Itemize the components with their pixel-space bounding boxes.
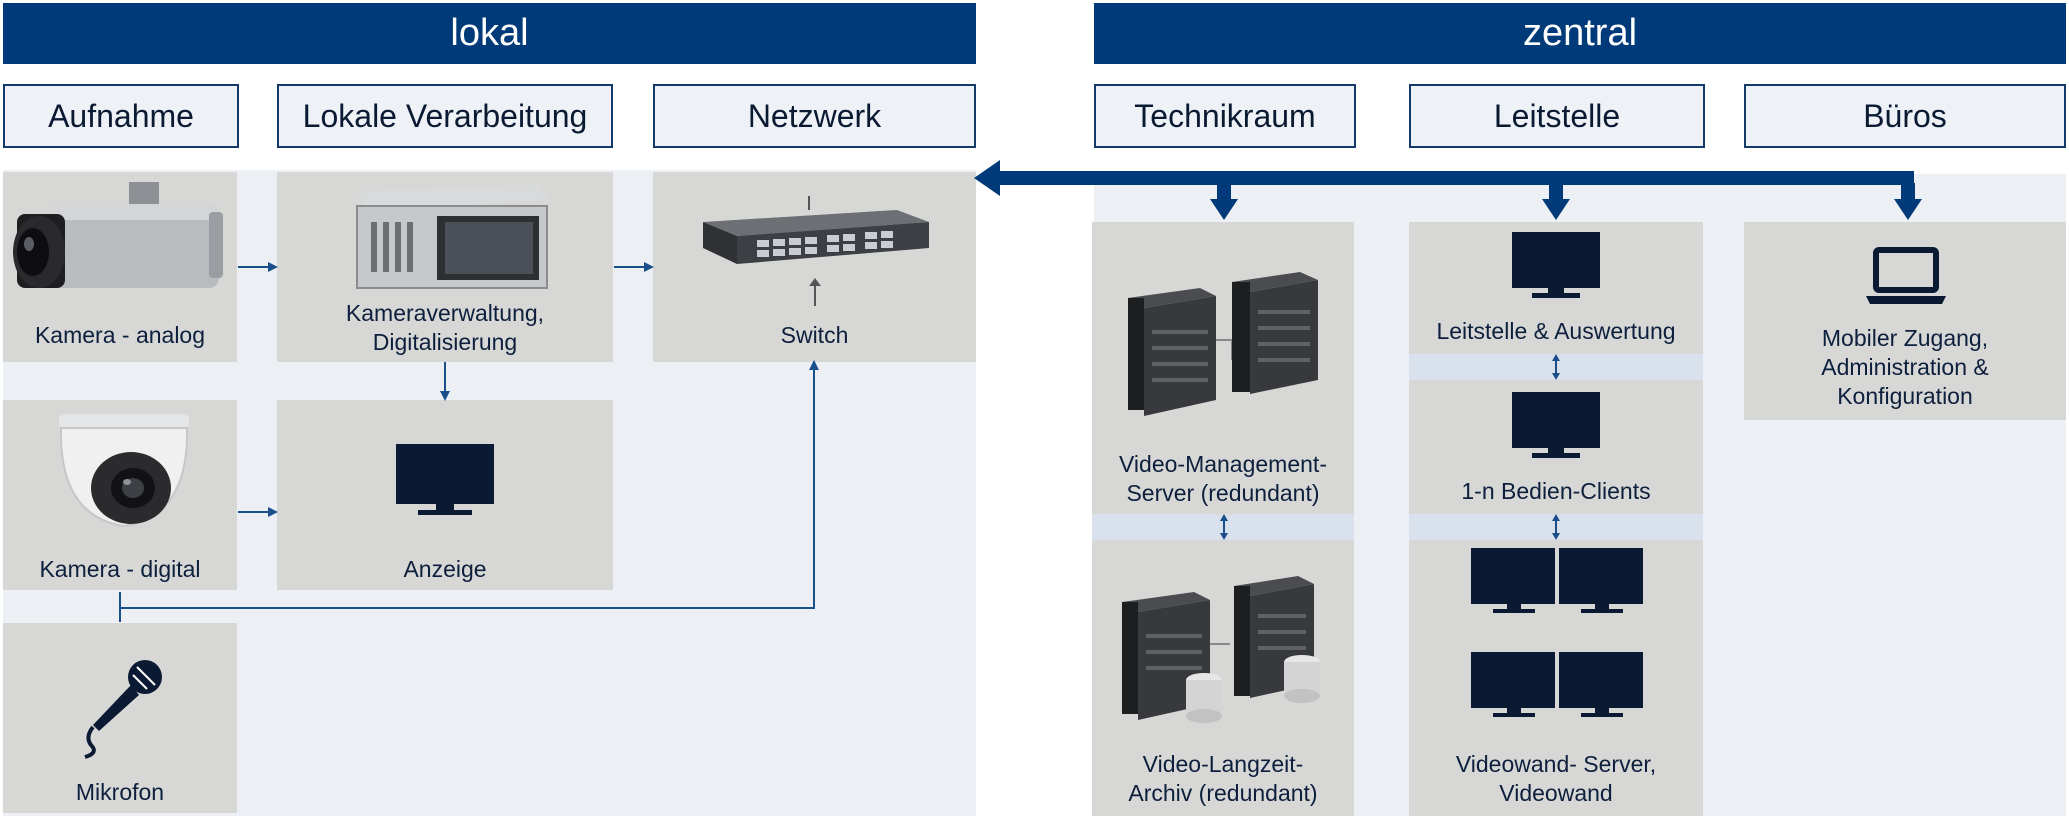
column-netzwerk: Netzwerk: [653, 84, 976, 148]
column-leitstelle: Leitstelle: [1409, 84, 1705, 148]
column-technikraum-label: Technikraum: [1134, 97, 1316, 134]
leitstelle-auswertung-label: Leitstelle & Auswertung: [1436, 317, 1676, 344]
node-mikrofon: Mikrofon: [3, 623, 237, 813]
switch-port-arrow-icon: [809, 278, 821, 306]
mobil-label-1: Mobiler Zugang,: [1821, 325, 1989, 351]
lokal-arrow-heads: [268, 262, 819, 517]
video-wall-icon: [1471, 548, 1643, 717]
archiv-label-1: Video-Langzeit-: [1142, 751, 1304, 777]
videowand-label-2: Videowand: [1499, 780, 1613, 806]
column-bueros-label: Büros: [1863, 97, 1947, 134]
kameraverwaltung-label-1: Kameraverwaltung,: [345, 300, 545, 326]
node-anzeige: Anzeige: [277, 400, 613, 590]
banner-zentral: zentral: [1094, 3, 2066, 64]
kamera-digital-label: Kamera - digital: [39, 555, 201, 582]
node-kameraverwaltung: Kameraverwaltung, Digitalisierung: [277, 172, 613, 362]
lokal-arrows: [119, 266, 815, 622]
node-kamera-analog: Kamera - analog: [3, 172, 237, 362]
microphone-icon: [84, 660, 162, 759]
column-leitstelle-label: Leitstelle: [1493, 97, 1621, 134]
kameraverwaltung-label-2: Digitalisierung: [372, 329, 518, 355]
node-kamera-digital: Kamera - digital: [3, 400, 237, 590]
network-switch-icon: [703, 196, 929, 264]
column-lokale-verarbeitung-label: Lokale Verarbeitung: [302, 97, 588, 134]
node-bedien-clients: 1-n Bedien-Clients: [1409, 380, 1703, 514]
mobil-label-3: Konfiguration: [1837, 383, 1973, 409]
server-icon: [1128, 272, 1318, 416]
banner-zentral-label: zentral: [1522, 12, 1638, 54]
column-aufnahme-label: Aufnahme: [48, 97, 194, 134]
node-leitstelle-auswertung: Leitstelle & Auswertung: [1409, 222, 1703, 354]
banner-lokal: lokal: [3, 3, 976, 64]
dome-camera-icon: [59, 414, 189, 528]
bedien-clients-label: 1-n Bedien-Clients: [1461, 477, 1651, 504]
node-switch: Switch: [653, 172, 976, 362]
backbone-arrow-head: [974, 160, 1000, 196]
archive-server-icon: [1122, 576, 1320, 723]
column-netzwerk-label: Netzwerk: [747, 97, 882, 134]
laptop-icon: [1866, 247, 1946, 304]
column-aufnahme: Aufnahme: [3, 84, 239, 148]
mobil-label-2: Administration &: [1821, 354, 1989, 380]
bidirectional-arrows: [1220, 354, 1560, 540]
node-vms: Video-Management- Server (redundant): [1092, 222, 1354, 514]
column-technikraum: Technikraum: [1094, 84, 1356, 148]
videowand-label-1: Videowand- Server,: [1455, 751, 1657, 777]
archiv-label-2: Archiv (redundant): [1128, 780, 1318, 806]
banner-lokal-label: lokal: [450, 12, 529, 54]
column-bueros: Büros: [1744, 84, 2066, 148]
switch-label: Switch: [780, 321, 849, 348]
mikrofon-label: Mikrofon: [75, 778, 165, 805]
monitor-icon: [1512, 232, 1600, 298]
anzeige-label: Anzeige: [403, 555, 487, 582]
monitor-icon: [1512, 392, 1600, 458]
backbone-drops: [1210, 183, 1922, 220]
vms-label-1: Video-Management-: [1119, 451, 1327, 477]
video-recorder-icon: [356, 184, 549, 289]
backbone-bus: [996, 171, 1914, 185]
analog-camera-icon: [13, 182, 223, 288]
kamera-analog-label: Kamera - analog: [34, 321, 206, 348]
node-archiv: Video-Langzeit- Archiv (redundant): [1092, 540, 1354, 816]
node-mobil: Mobiler Zugang, Administration & Konfigu…: [1744, 222, 2066, 420]
monitor-icon: [396, 444, 494, 515]
node-videowand: Videowand- Server, Videowand: [1409, 540, 1703, 816]
vms-label-2: Server (redundant): [1126, 480, 1320, 506]
column-lokale-verarbeitung: Lokale Verarbeitung: [277, 84, 613, 148]
